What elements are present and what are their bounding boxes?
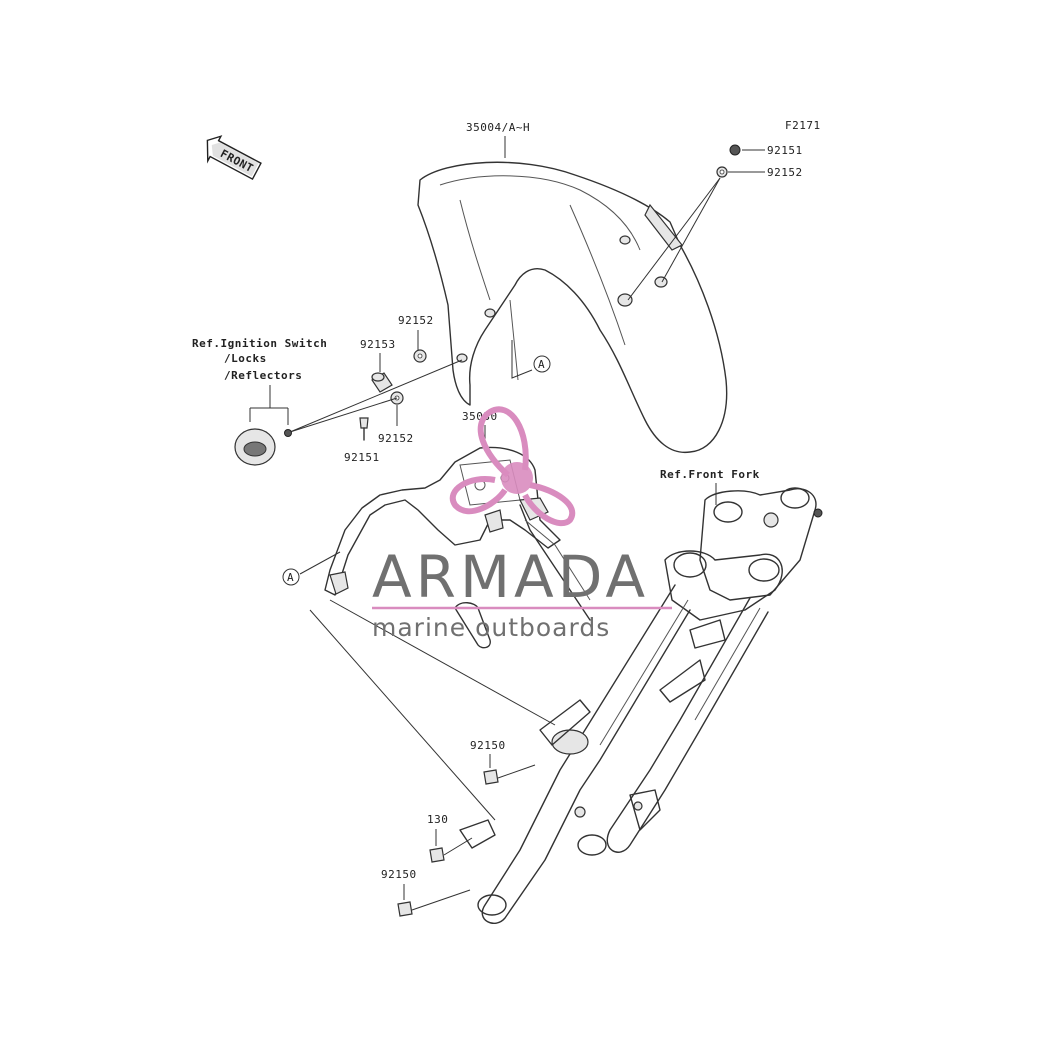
label-92151-top: 92151	[767, 144, 803, 157]
ref-ignition-line1: Ref.Ignition Switch	[192, 337, 327, 350]
marker-a-upper-label: A	[538, 358, 545, 371]
washer-92152-top	[716, 166, 728, 178]
ref-ignition-line3: /Reflectors	[224, 369, 302, 382]
label-92152-top: 92152	[767, 166, 803, 179]
clamp-strap	[454, 602, 491, 649]
collar-92153	[371, 372, 393, 393]
label-92150-low: 92150	[381, 868, 417, 881]
brand-name: ARMADA	[372, 543, 649, 611]
nut-92151-top	[729, 144, 741, 156]
marker-a-lower	[282, 568, 300, 586]
reflector	[234, 428, 292, 466]
armada-watermark: ARMADA marine outboards	[372, 406, 672, 642]
label-92150-up: 92150	[470, 739, 506, 752]
bolt-92151-low	[359, 417, 369, 441]
ref-front-fork: Ref.Front Fork	[660, 468, 760, 481]
bolt-130	[429, 847, 445, 863]
front-fender	[417, 161, 728, 454]
bolt-92150-low	[397, 901, 413, 917]
front-arrow-icon: FRONT	[206, 135, 262, 181]
label-92152-low: 92152	[378, 432, 414, 445]
bolt-92150-up	[483, 769, 499, 785]
front-fork	[459, 487, 823, 924]
brand-tagline: marine outboards	[372, 613, 610, 642]
label-130: 130	[427, 813, 448, 826]
label-35004: 35004/A~H	[466, 121, 530, 134]
label-92152-mid: 92152	[398, 314, 434, 327]
marker-a-upper	[533, 355, 551, 373]
label-92151-low: 92151	[344, 451, 380, 464]
marker-a-lower-label: A	[287, 571, 294, 584]
propeller-hub-icon	[501, 462, 533, 494]
propeller-logo-icon	[449, 406, 576, 527]
label-92153: 92153	[360, 338, 396, 351]
figure-code: F2171	[785, 119, 821, 132]
ref-ignition-line2: /Locks	[224, 352, 267, 365]
